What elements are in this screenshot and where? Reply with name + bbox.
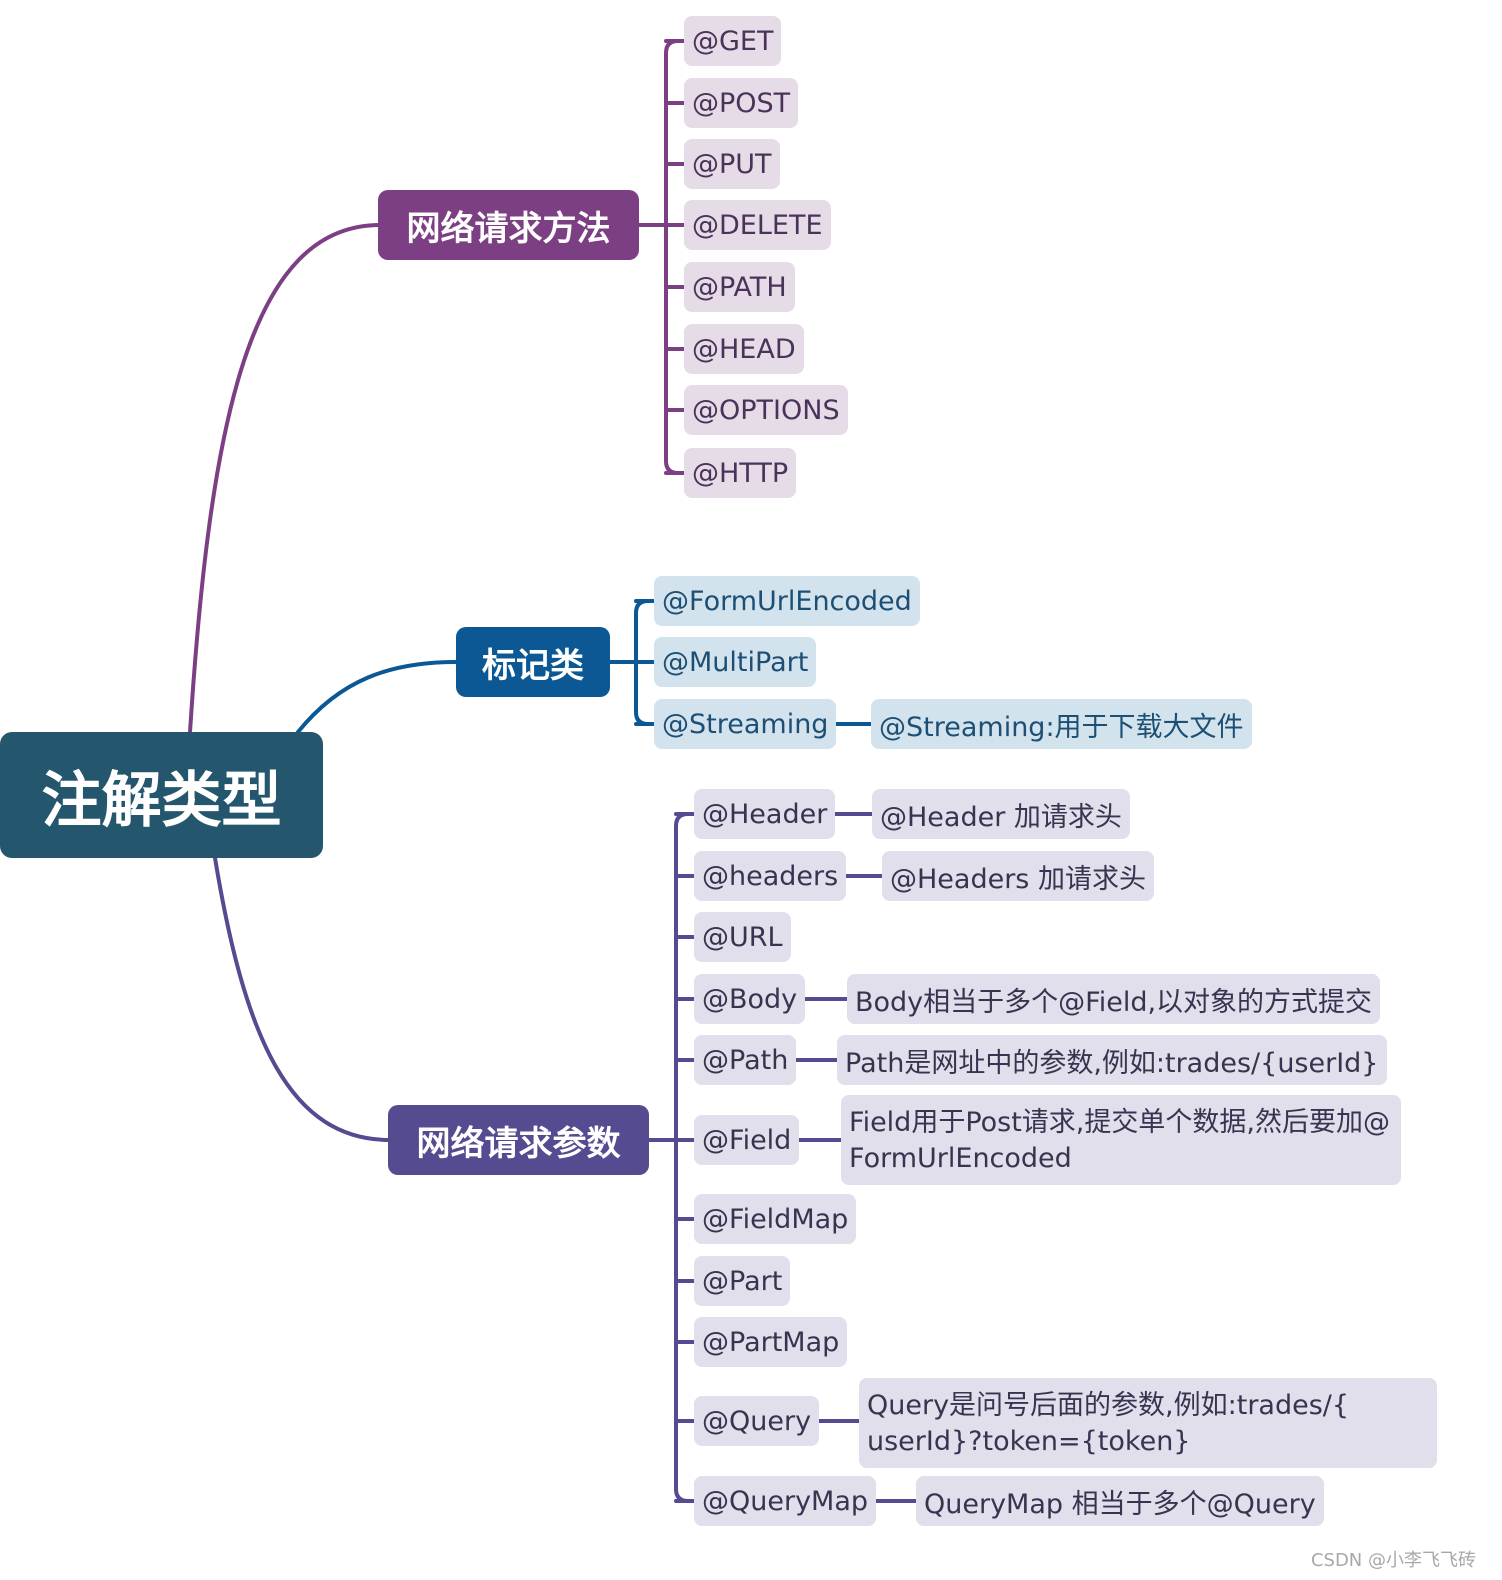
note-body[interactable]: Body相当于多个@Field,以对象的方式提交 [847, 974, 1381, 1024]
param-body[interactable]: @Body [694, 974, 806, 1024]
link-root-params [213, 856, 392, 1142]
param-header[interactable]: @Header [694, 789, 836, 839]
marker-formurlencoded[interactable]: @FormUrlEncoded [654, 576, 920, 626]
note-query[interactable]: Query是问号后面的参数,例如:trades/{ userId}?token=… [859, 1378, 1437, 1468]
param-query[interactable]: @Query [694, 1396, 820, 1446]
link-root-methods [188, 223, 382, 734]
branch-methods[interactable]: 网络请求方法 [378, 190, 639, 260]
method-options[interactable]: @OPTIONS [684, 385, 848, 435]
param-part[interactable]: @Part [694, 1256, 791, 1306]
param-partmap[interactable]: @PartMap [694, 1317, 848, 1367]
note-path[interactable]: Path是网址中的参数,例如:trades/{userId} [837, 1035, 1387, 1085]
param-querymap[interactable]: @QueryMap [694, 1476, 877, 1526]
note-querymap[interactable]: QueryMap 相当于多个@Query [916, 1476, 1324, 1526]
param-url[interactable]: @URL [694, 912, 791, 962]
marker-streaming[interactable]: @Streaming [654, 699, 837, 749]
method-post[interactable]: @POST [684, 78, 799, 128]
method-http[interactable]: @HTTP [684, 448, 797, 498]
branch-params[interactable]: 网络请求参数 [388, 1105, 649, 1175]
param-field[interactable]: @Field [694, 1115, 800, 1165]
method-get[interactable]: @GET [684, 16, 782, 66]
link-root-markers [296, 660, 458, 734]
method-path[interactable]: @PATH [684, 262, 795, 312]
note-streaming[interactable]: @Streaming:用于下载大文件 [871, 699, 1252, 749]
param-fieldmap[interactable]: @FieldMap [694, 1194, 857, 1244]
note-headers[interactable]: @Headers 加请求头 [882, 851, 1154, 901]
watermark: CSDN @小李飞飞砖 [1310, 1550, 1476, 1571]
param-path[interactable]: @Path [694, 1035, 797, 1085]
marker-multipart[interactable]: @MultiPart [654, 637, 817, 687]
branch-markers[interactable]: 标记类 [456, 627, 610, 697]
root-node[interactable]: 注解类型 [0, 732, 323, 858]
method-put[interactable]: @PUT [684, 139, 780, 189]
param-headers[interactable]: @headers [694, 851, 847, 901]
note-field[interactable]: Field用于Post请求,提交单个数据,然后要加@ FormUrlEncode… [841, 1095, 1401, 1185]
note-header[interactable]: @Header 加请求头 [872, 789, 1130, 839]
method-head[interactable]: @HEAD [684, 324, 804, 374]
method-delete[interactable]: @DELETE [684, 200, 831, 250]
